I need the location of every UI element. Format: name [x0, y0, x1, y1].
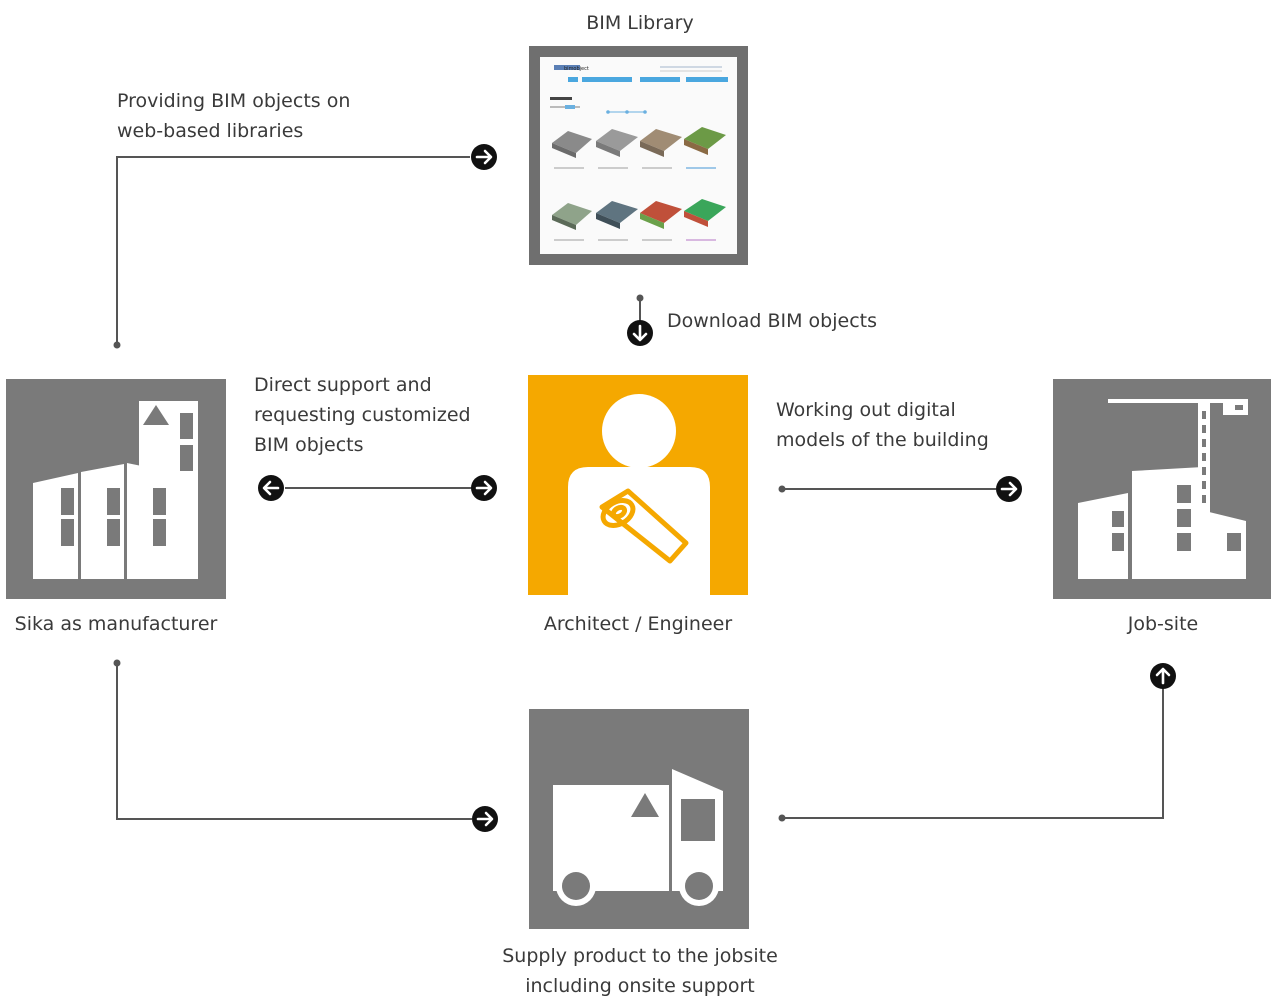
jobsite-label: Job-site [1127, 613, 1199, 635]
construction-crane-icon [1078, 399, 1248, 579]
bim-library-label: BIM Library [586, 12, 694, 34]
connector-dot [113, 659, 121, 667]
edge-label-line: models of the building [776, 429, 989, 451]
arrow-left-icon [258, 475, 284, 501]
arrow-right-icon [472, 806, 498, 832]
edge-label-line: web-based libraries [117, 120, 304, 142]
arrow-right-icon [996, 476, 1022, 502]
edge-label-line: Working out digital [776, 399, 956, 421]
edge-label-download: Download BIM objects [667, 310, 878, 332]
connector-dot [778, 814, 786, 822]
library-product-row-1 [552, 127, 726, 169]
library-logo: bimobject [564, 66, 589, 72]
supply-truck-tile [529, 709, 749, 929]
connector-supply-jobsite [782, 688, 1164, 819]
connector-dot [636, 294, 644, 302]
connector-sika-supply [116, 663, 472, 820]
edge-label-line: requesting customized [254, 404, 471, 426]
edge-label-working: Working out digital models of the buildi… [776, 395, 989, 455]
library-page-thumbnail: bimobject [550, 65, 728, 241]
edge-label-direct-support: Direct support and requesting customized… [254, 370, 471, 460]
edge-label-line: BIM objects [254, 434, 364, 456]
connector-dot [113, 341, 121, 349]
delivery-truck-icon [553, 769, 723, 906]
supply-label-line: including onsite support [525, 975, 755, 997]
library-product-row-2 [552, 199, 726, 241]
supply-label: Supply product to the jobsite including … [470, 941, 810, 1001]
sika-manufacturer-label: Sika as manufacturer [14, 613, 218, 635]
arrow-up-icon [1150, 663, 1176, 689]
connector-providing [116, 156, 470, 345]
connector-dot [778, 485, 786, 493]
architect-tile [528, 375, 748, 595]
bim-library-screenshot: bimobject [529, 46, 748, 265]
architect-label: Architect / Engineer [543, 613, 733, 635]
factory-icon [33, 401, 198, 579]
jobsite-tile [1053, 379, 1271, 599]
arrow-right-icon [471, 475, 497, 501]
arrow-right-icon [471, 144, 497, 170]
sika-manufacturer-tile [6, 379, 226, 599]
edge-label-line: Direct support and [254, 374, 432, 396]
architect-person-icon [568, 394, 710, 595]
edge-label-line: Providing BIM objects on [117, 90, 351, 112]
supply-label-line: Supply product to the jobsite [502, 945, 778, 967]
edge-label-providing: Providing BIM objects on web-based libra… [117, 86, 350, 146]
arrow-down-icon [627, 320, 653, 346]
